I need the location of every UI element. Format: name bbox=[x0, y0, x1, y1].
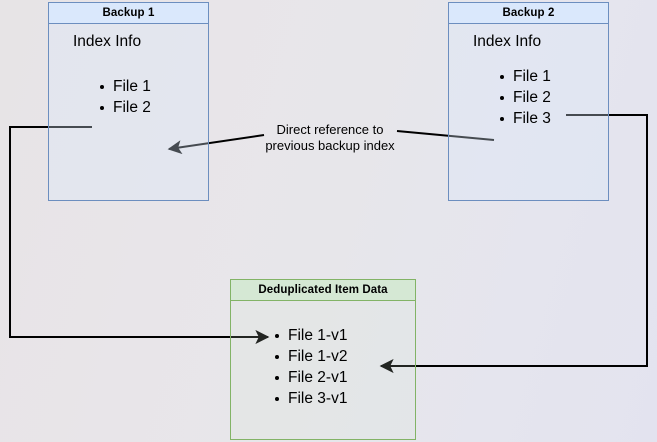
node-backup-2-file-list: File 1 File 2 File 3 bbox=[500, 66, 551, 129]
list-item: File 3 bbox=[500, 108, 551, 129]
node-backup-1-header: Backup 1 bbox=[48, 2, 209, 24]
node-backup-1-file-list: File 1 File 2 bbox=[100, 76, 151, 118]
edge-label-direct-reference: Direct reference to previous backup inde… bbox=[250, 122, 410, 154]
list-item: File 3-v1 bbox=[275, 388, 347, 409]
edge-label-line-2: previous backup index bbox=[265, 138, 395, 153]
node-backup-1-body: Index Info File 1 File 2 bbox=[48, 24, 209, 201]
node-backup-2-body: Index Info File 1 File 2 File 3 bbox=[448, 24, 609, 201]
list-item: File 2-v1 bbox=[275, 367, 347, 388]
node-backup-2[interactable]: Backup 2 Index Info File 1 File 2 File 3 bbox=[448, 2, 609, 201]
node-backup-1-subtitle: Index Info bbox=[73, 33, 142, 50]
list-item: File 1-v2 bbox=[275, 346, 347, 367]
list-item: File 1 bbox=[100, 76, 151, 97]
list-item: File 2 bbox=[100, 97, 151, 118]
node-backup-1[interactable]: Backup 1 Index Info File 1 File 2 bbox=[48, 2, 209, 201]
list-item: File 2 bbox=[500, 87, 551, 108]
edge-label-line-1: Direct reference to bbox=[276, 122, 384, 137]
node-deduplicated-body: File 1-v1 File 1-v2 File 2-v1 File 3-v1 bbox=[230, 301, 416, 440]
list-item: File 1 bbox=[500, 66, 551, 87]
node-deduplicated-item-data[interactable]: Deduplicated Item Data File 1-v1 File 1-… bbox=[230, 279, 416, 440]
node-deduplicated-file-list: File 1-v1 File 1-v2 File 2-v1 File 3-v1 bbox=[275, 325, 347, 409]
node-backup-2-subtitle: Index Info bbox=[473, 33, 542, 50]
node-deduplicated-header: Deduplicated Item Data bbox=[230, 279, 416, 301]
node-backup-2-header: Backup 2 bbox=[448, 2, 609, 24]
list-item: File 1-v1 bbox=[275, 325, 347, 346]
